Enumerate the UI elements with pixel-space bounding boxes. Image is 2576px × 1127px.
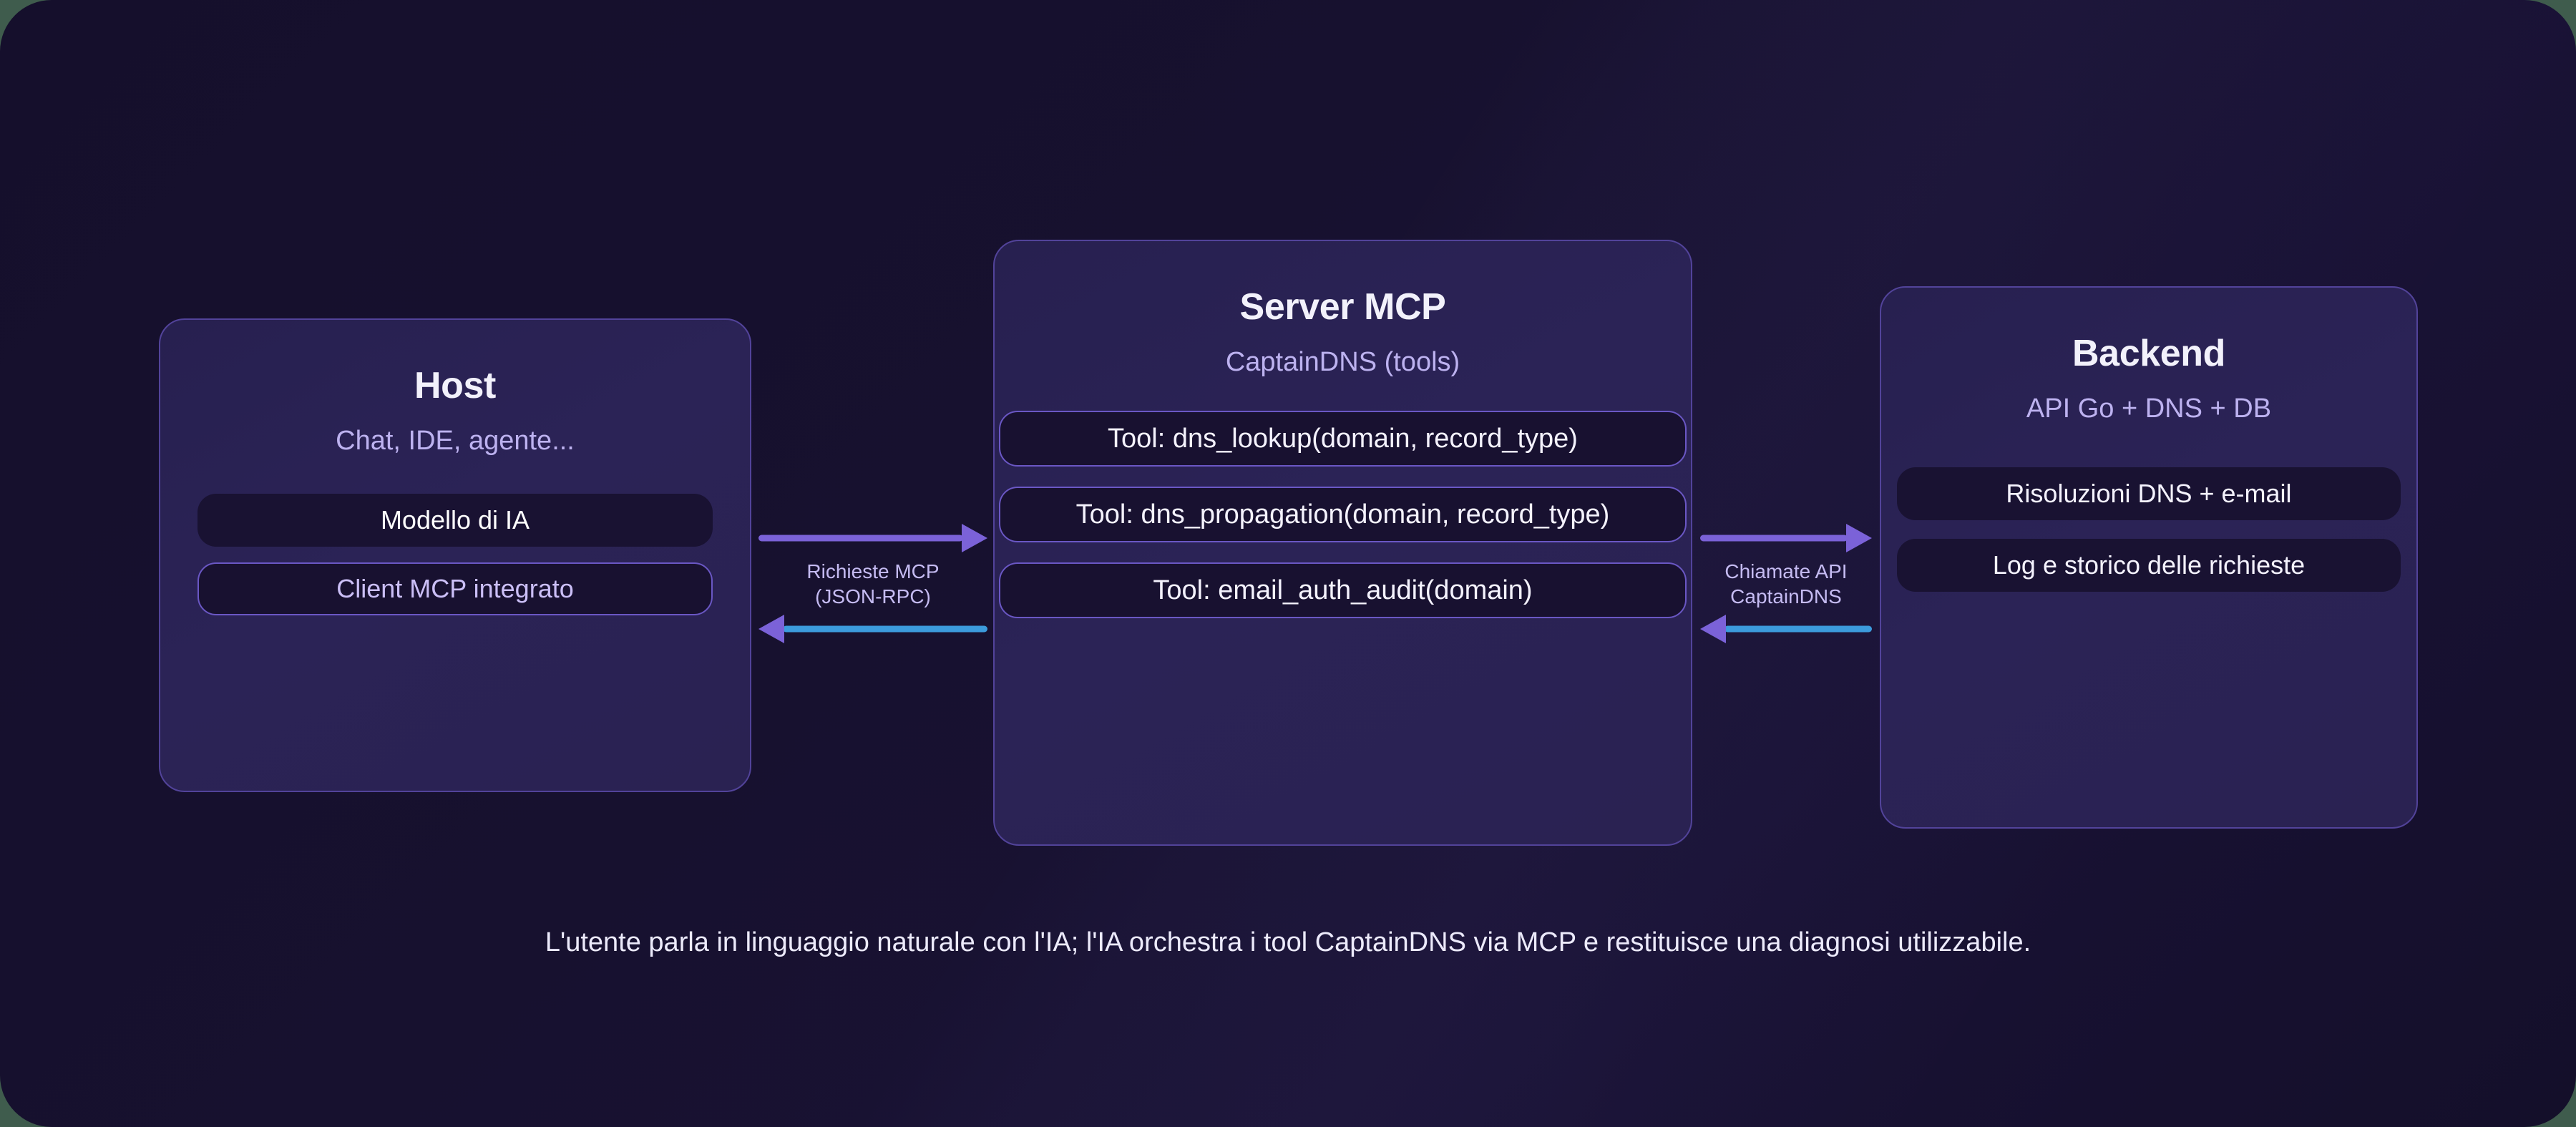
node-host-title: Host xyxy=(414,365,496,406)
arrow-head xyxy=(1846,524,1872,552)
node-server-pill-stack: Tool: dns_lookup(domain, record_type) To… xyxy=(995,411,1691,618)
pill-risoluzioni-dns-email[interactable]: Risoluzioni DNS + e-mail xyxy=(1897,467,2401,520)
arrow-line xyxy=(758,535,963,542)
arrow-right-apicall-icon xyxy=(1700,524,1872,552)
connector-label-line-1: Chiamate API xyxy=(1724,560,1848,582)
arrow-head xyxy=(962,524,987,552)
arrow-line xyxy=(1724,625,1872,633)
connector-label-line-2: (JSON-RPC) xyxy=(815,585,931,608)
node-backend[interactable]: Backend API Go + DNS + DB Risoluzioni DN… xyxy=(1880,286,2418,829)
connector-label-line-2: CaptainDNS xyxy=(1730,585,1842,608)
node-server-title: Server MCP xyxy=(1239,286,1446,328)
pill-tool-dns-propagation[interactable]: Tool: dns_propagation(domain, record_typ… xyxy=(999,487,1687,542)
node-server-mcp[interactable]: Server MCP CaptainDNS (tools) Tool: dns_… xyxy=(993,240,1692,846)
node-host-subtitle: Chat, IDE, agente... xyxy=(336,426,575,456)
node-backend-subtitle: API Go + DNS + DB xyxy=(2026,394,2272,424)
arrow-left-apiresponse-icon xyxy=(1700,614,1872,643)
diagram-caption: L'utente parla in linguaggio naturale co… xyxy=(545,927,2031,957)
connector-server-backend: Chiamate API CaptainDNS xyxy=(1700,524,1872,643)
node-host-pill-stack: Modello di IA Client MCP integrato xyxy=(160,494,750,615)
arrow-line xyxy=(1700,535,1848,542)
arrow-head xyxy=(1700,614,1726,643)
node-backend-pill-stack: Risoluzioni DNS + e-mail Log e storico d… xyxy=(1881,467,2416,592)
arrow-right-request-icon xyxy=(758,524,987,552)
connector-host-server: Richieste MCP (JSON-RPC) xyxy=(758,524,987,643)
connector-label-line-1: Richieste MCP xyxy=(806,560,940,582)
pill-modello-di-ia[interactable]: Modello di IA xyxy=(197,494,713,547)
pill-tool-email-auth-audit[interactable]: Tool: email_auth_audit(domain) xyxy=(999,562,1687,618)
pill-client-mcp-integrato[interactable]: Client MCP integrato xyxy=(197,562,713,615)
arrow-line xyxy=(783,625,987,633)
pill-log-storico-richieste[interactable]: Log e storico delle richieste xyxy=(1897,539,2401,592)
node-host[interactable]: Host Chat, IDE, agente... Modello di IA … xyxy=(159,318,751,792)
pill-tool-dns-lookup[interactable]: Tool: dns_lookup(domain, record_type) xyxy=(999,411,1687,467)
arrow-head xyxy=(758,614,784,643)
connector-server-backend-label: Chiamate API CaptainDNS xyxy=(1724,559,1847,610)
arrow-left-response-icon xyxy=(758,614,987,643)
node-backend-title: Backend xyxy=(2072,333,2225,374)
connector-host-server-label: Richieste MCP (JSON-RPC) xyxy=(806,559,939,610)
node-server-subtitle: CaptainDNS (tools) xyxy=(1225,347,1460,377)
